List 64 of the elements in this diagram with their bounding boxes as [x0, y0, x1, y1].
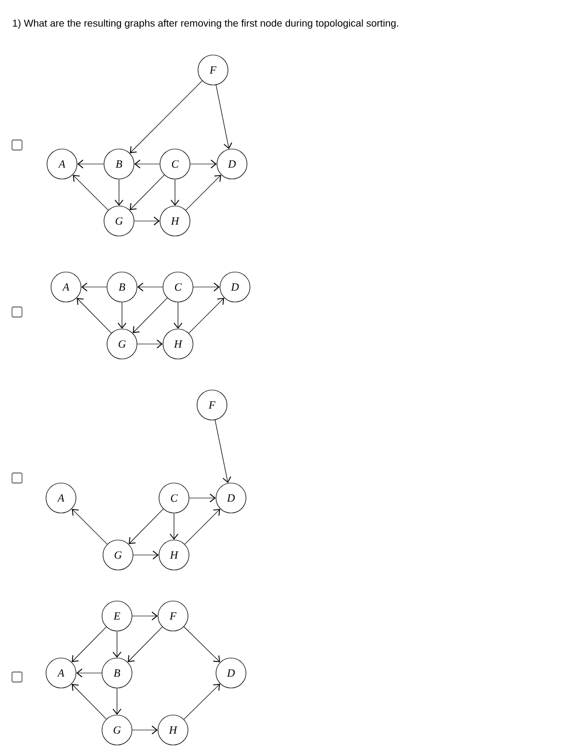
question-text: 1) What are the resulting graphs after removing the first node during topological sorting. [12, 19, 398, 29]
graph-node: D [216, 482, 246, 514]
graph-node: H [158, 714, 188, 746]
arrow [118, 302, 126, 329]
graph-node: A [46, 658, 76, 688]
arrow [216, 84, 232, 150]
graph-node: C [162, 272, 194, 302]
arrow [132, 298, 168, 334]
arrow [72, 508, 108, 544]
arrow [112, 631, 122, 658]
arrow [72, 626, 107, 662]
arrow [189, 494, 216, 502]
arrow [128, 626, 163, 662]
graph-node: G [102, 540, 134, 570]
arrow [214, 420, 232, 484]
graph-node: D [216, 148, 248, 180]
graph-node: G [106, 328, 138, 360]
arrow [132, 726, 158, 734]
arrow [81, 282, 107, 292]
graph-node: A [50, 272, 82, 302]
graph-node: A [46, 148, 78, 180]
graph-node: B [104, 148, 134, 180]
arrow [76, 668, 102, 678]
arrow [190, 160, 217, 168]
arrow [132, 612, 158, 620]
arrow [134, 160, 160, 168]
graph-node: H [158, 540, 190, 570]
arrow [186, 174, 222, 210]
graph-node: C [158, 482, 190, 514]
arrow [188, 298, 224, 334]
arrow [174, 302, 182, 329]
arrow [193, 282, 220, 292]
arrow [114, 179, 124, 206]
arrow [170, 513, 178, 540]
arrow [112, 688, 122, 715]
arrow [134, 216, 160, 226]
graph-node: D [216, 658, 246, 688]
arrow [128, 508, 164, 544]
arrow [76, 298, 112, 334]
arrow [137, 282, 163, 292]
arrow [133, 550, 159, 560]
arrow [170, 179, 180, 206]
graph-node: F [196, 390, 228, 420]
arrow [184, 626, 220, 662]
graph-node: F [158, 600, 188, 632]
graph-node: B [106, 272, 138, 302]
arrow [130, 80, 202, 154]
graph-node: G [102, 714, 132, 746]
arrow [77, 160, 104, 168]
graph-node: B [102, 658, 132, 688]
graph-node: E [102, 600, 132, 632]
graph-node: D [220, 272, 250, 302]
graph-node: A [46, 482, 76, 514]
graph-node: H [160, 206, 190, 236]
arrow [130, 174, 165, 210]
graph-node: C [160, 148, 190, 180]
arrow [72, 174, 108, 210]
arrow [137, 340, 163, 348]
graph-node: G [104, 206, 134, 236]
graph-node: H [162, 328, 194, 360]
arrow [184, 684, 220, 720]
arrow [72, 684, 107, 720]
arrow [184, 508, 220, 544]
graph-node: F [198, 54, 228, 86]
